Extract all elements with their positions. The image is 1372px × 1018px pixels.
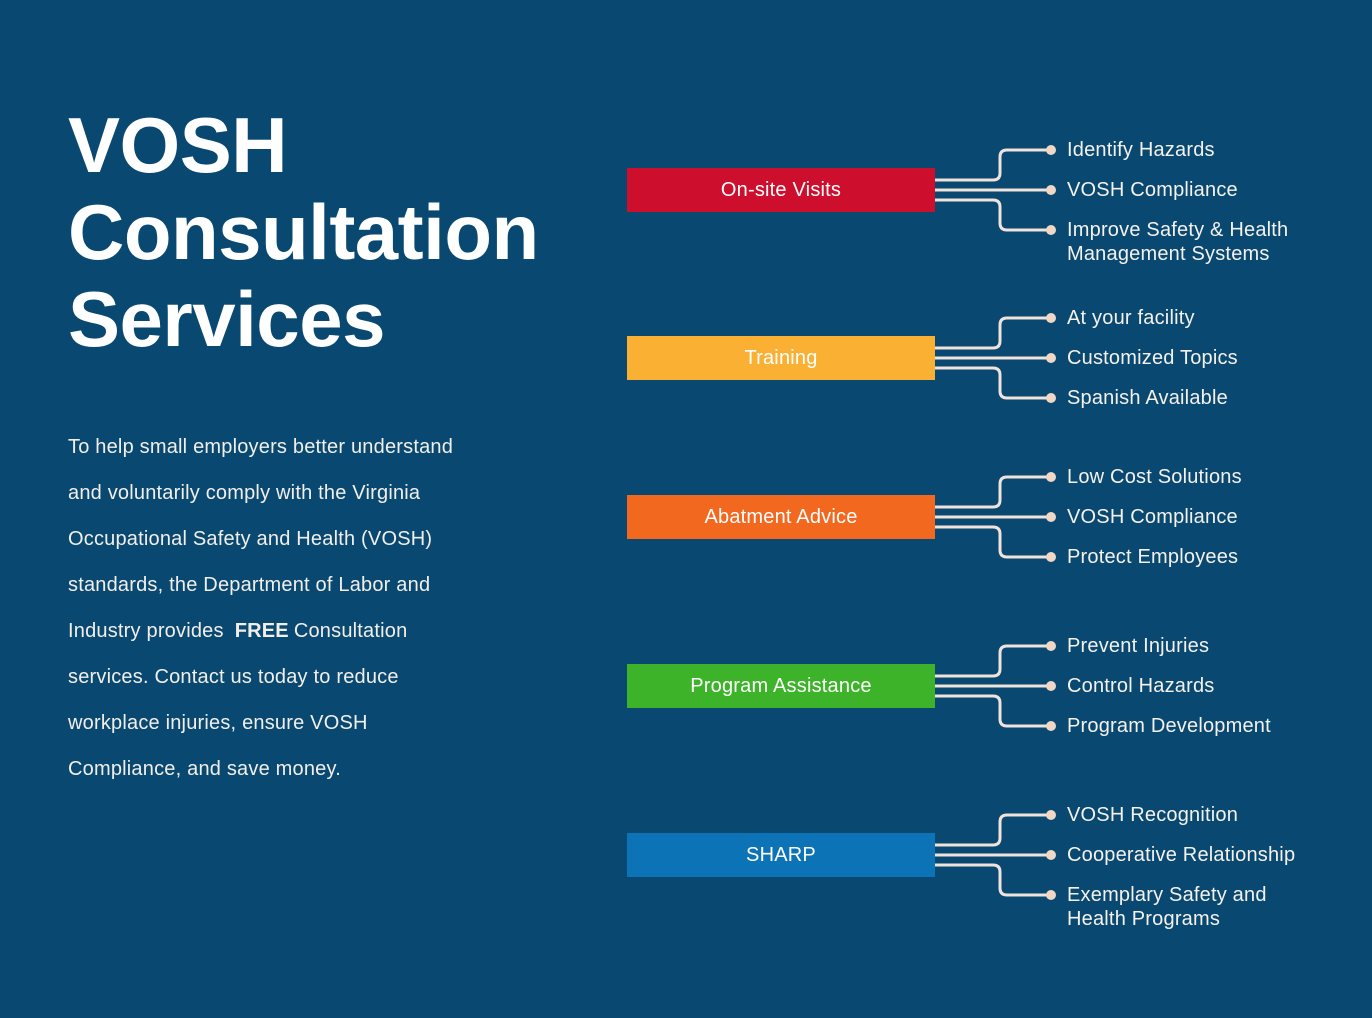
connector-line — [935, 475, 1051, 509]
connector-line — [935, 644, 1051, 678]
intro-paragraph: To help small employers better understan… — [68, 424, 472, 792]
bullet-dot-icon — [1046, 512, 1056, 522]
connector-lines — [935, 641, 1056, 731]
service-item: Program Development — [1067, 715, 1271, 737]
service-item: VOSH Compliance — [1067, 506, 1238, 528]
bullet-dot-icon — [1046, 890, 1056, 900]
bullet-dot-icon — [1046, 353, 1056, 363]
connector-lines — [935, 472, 1056, 562]
bullet-dot-icon — [1046, 313, 1056, 323]
connector-line — [935, 366, 1051, 400]
bullet-dot-icon — [1046, 145, 1056, 155]
service-item: Identify Hazards — [1067, 139, 1215, 161]
service-item: Customized Topics — [1067, 347, 1238, 369]
service-item: Prevent Injuries — [1067, 635, 1210, 657]
connector-lines — [935, 145, 1056, 235]
service-box-training: Training — [627, 336, 935, 380]
bullet-dot-icon — [1046, 472, 1056, 482]
bullet-dot-icon — [1046, 185, 1056, 195]
service-item: Cooperative Relationship — [1067, 844, 1296, 866]
service-box-program-assistance: Program Assistance — [627, 664, 935, 708]
bullet-dot-icon — [1046, 641, 1056, 651]
service-item: Exemplary Safety and Health Programs — [1067, 884, 1267, 930]
bullet-dot-icon — [1046, 721, 1056, 731]
connector-line — [935, 813, 1051, 847]
service-box-on-site-visits: On-site Visits — [627, 168, 935, 212]
intro-text-before: To help small employers better understan… — [68, 436, 454, 642]
service-item: Improve Safety & Health Management Syste… — [1067, 219, 1289, 265]
free-highlight: FREE — [234, 620, 289, 642]
service-item: At your facility — [1067, 307, 1195, 329]
service-item: VOSH Recognition — [1067, 804, 1239, 826]
bullet-dot-icon — [1046, 681, 1056, 691]
bullet-dot-icon — [1046, 393, 1056, 403]
service-box-label: Abatment Advice — [704, 505, 858, 528]
connector-line — [935, 525, 1051, 559]
intro-text-after: Consultation services. Contact us today … — [68, 620, 408, 780]
connector-lines — [935, 313, 1056, 403]
title-line-3: Services — [68, 275, 385, 363]
title-line-1: VOSH — [68, 101, 288, 189]
service-box-abatment-advice: Abatment Advice — [627, 495, 935, 539]
service-item: Protect Employees — [1067, 546, 1239, 568]
page-title: VOSH Consultation Services — [68, 102, 608, 363]
service-box-sharp: SHARP — [627, 833, 935, 877]
bullet-dot-icon — [1046, 850, 1056, 860]
title-line-2: Consultation — [68, 188, 539, 276]
bullet-dot-icon — [1046, 552, 1056, 562]
service-item: Spanish Available — [1067, 387, 1228, 409]
service-item: Control Hazards — [1067, 675, 1215, 697]
service-box-label: Program Assistance — [690, 674, 872, 697]
bullet-dot-icon — [1046, 225, 1056, 235]
service-box-label: Training — [744, 346, 818, 369]
service-box-label: SHARP — [746, 843, 816, 866]
service-item: VOSH Compliance — [1067, 179, 1238, 201]
connector-line — [935, 863, 1051, 897]
connector-line — [935, 198, 1051, 232]
bullet-dot-icon — [1046, 810, 1056, 820]
service-box-label: On-site Visits — [720, 178, 842, 201]
connector-lines — [935, 810, 1056, 900]
connector-line — [935, 694, 1051, 728]
connector-line — [935, 148, 1051, 182]
service-item: Low Cost Solutions — [1067, 466, 1242, 488]
connector-line — [935, 316, 1051, 350]
